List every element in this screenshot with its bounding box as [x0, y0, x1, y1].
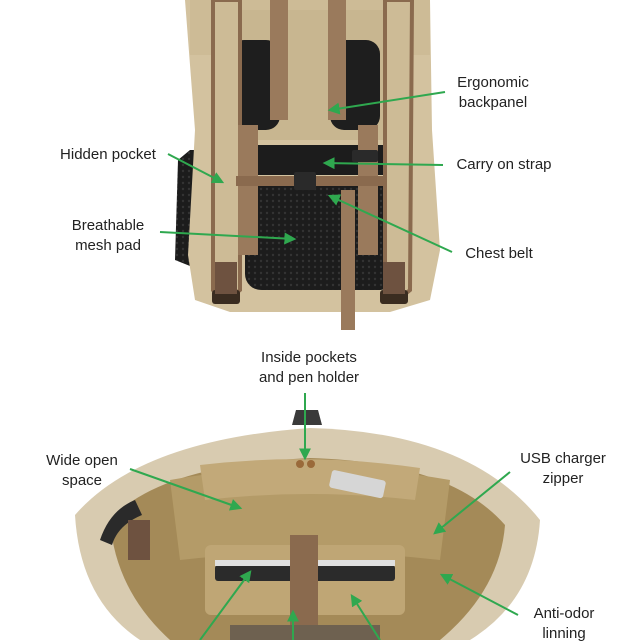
label-carry-on-strap: Carry on strap — [456, 156, 552, 173]
arrow-hidden-pocket — [167, 153, 225, 184]
left-webbing — [238, 125, 258, 255]
label-inside-pockets: Inside pockets and pen holder — [258, 349, 360, 386]
phone — [329, 470, 386, 499]
right-shoulder-strap — [383, 0, 415, 303]
left-shoulder-strap — [211, 0, 242, 303]
arrow-anti-odor — [439, 573, 519, 616]
top-hook — [292, 410, 322, 425]
arrow-mesh-pad — [159, 231, 297, 245]
arrow-ergonomic — [327, 91, 446, 115]
backpanel-pad-left — [230, 40, 280, 130]
right-webbing — [358, 125, 378, 255]
label-ergonomic-backpanel: Ergonomic backpanel — [457, 74, 529, 111]
label-wide-open-space: Wide open space — [46, 452, 118, 489]
arrow-wide-open — [129, 468, 243, 511]
arrow-chest-belt — [327, 194, 453, 253]
bottom-right-strap — [383, 262, 405, 294]
arrow-usb — [433, 471, 511, 535]
label-breathable-mesh-pad: Breathable mesh pad — [71, 217, 145, 254]
bottom-left-strap — [215, 262, 237, 294]
pen-2 — [307, 460, 315, 468]
backpack-open-view — [75, 410, 540, 640]
chest-belt-buckle — [294, 172, 316, 190]
label-hidden-pocket: Hidden pocket — [60, 146, 156, 163]
mesh-pad — [245, 185, 395, 290]
divider-strap — [290, 535, 318, 625]
hanging-strap — [341, 190, 355, 330]
top-handle-strap — [270, 0, 288, 120]
side-clip — [100, 500, 142, 545]
arrow-carry-strap — [322, 157, 444, 170]
bottom-handle — [230, 625, 380, 640]
label-anti-odor-linning: Anti-odor linning — [533, 605, 595, 642]
label-usb-charger-zipper: USB charger zipper — [520, 450, 606, 487]
pen-1 — [296, 460, 304, 468]
side-strap — [128, 520, 150, 560]
arrow-bottom-3 — [350, 593, 381, 640]
label-chest-belt: Chest belt — [465, 245, 533, 262]
top-handle-strap-2 — [328, 0, 346, 120]
arrow-bottom-1 — [199, 570, 252, 640]
carry-strap-buckle — [352, 150, 378, 162]
callout-arrows — [129, 91, 519, 640]
